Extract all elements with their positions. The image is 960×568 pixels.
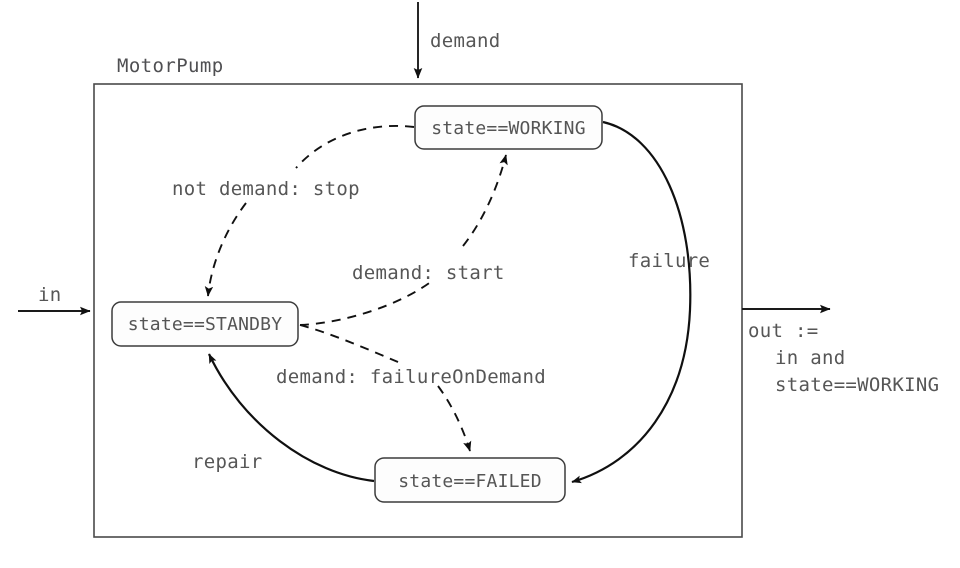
edge-stop-segment-lower xyxy=(204,202,247,297)
in-port-label: in xyxy=(38,284,61,306)
edge-failureondemand-segment-lower xyxy=(437,385,472,452)
state-working-label: state==WORKING xyxy=(431,118,586,139)
edge-failureondemand-segment-upper xyxy=(299,324,399,363)
out-port-label-line1: out := xyxy=(748,320,818,342)
edge-label-repair: repair xyxy=(192,451,262,473)
out-port-label-line2: in and xyxy=(775,347,845,369)
state-node-standby[interactable]: state==STANDBY xyxy=(111,301,299,347)
state-failed-label: state==FAILED xyxy=(398,471,541,492)
edge-repair xyxy=(208,353,375,483)
state-failed-box[interactable] xyxy=(374,457,566,503)
out-port-label-line3: state==WORKING xyxy=(775,374,939,396)
container-title-label: MotorPump xyxy=(117,55,224,77)
edge-start-segment-lower xyxy=(299,280,433,326)
edge-stop-segment-upper xyxy=(295,125,415,169)
edge-label-start: demand: start xyxy=(352,262,505,284)
edge-label-stop: not demand: stop xyxy=(172,178,360,200)
state-working-box[interactable] xyxy=(414,105,603,150)
edge-start-segment-upper xyxy=(462,154,508,247)
edge-label-failure: failure xyxy=(628,250,710,272)
state-node-failed[interactable]: state==FAILED xyxy=(374,457,566,503)
edge-failure xyxy=(571,120,692,484)
edge-label-failure-on-demand: demand: failureOnDemand xyxy=(276,366,546,388)
state-node-working[interactable]: state==WORKING xyxy=(414,105,603,150)
state-standby-box[interactable] xyxy=(111,301,299,347)
state-standby-label: state==STANDBY xyxy=(128,314,283,335)
demand-port-label: demand xyxy=(430,30,500,52)
